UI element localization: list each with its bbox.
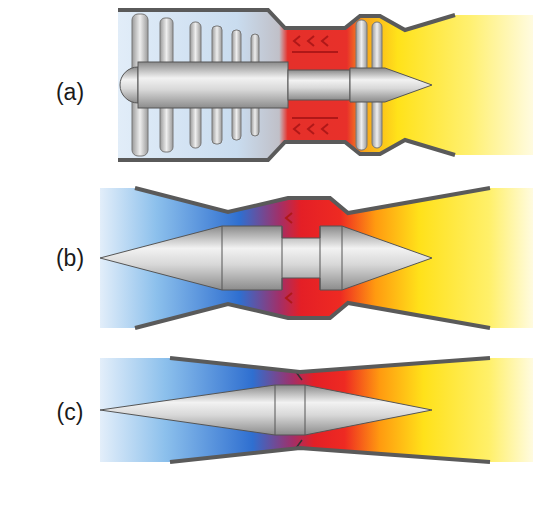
ramjet (100, 188, 533, 328)
turbojet (118, 10, 533, 160)
engine-label: (c) (57, 399, 84, 425)
engine-label: (a) (56, 79, 84, 105)
engine-label: (b) (56, 245, 84, 271)
scramjet (100, 358, 533, 462)
